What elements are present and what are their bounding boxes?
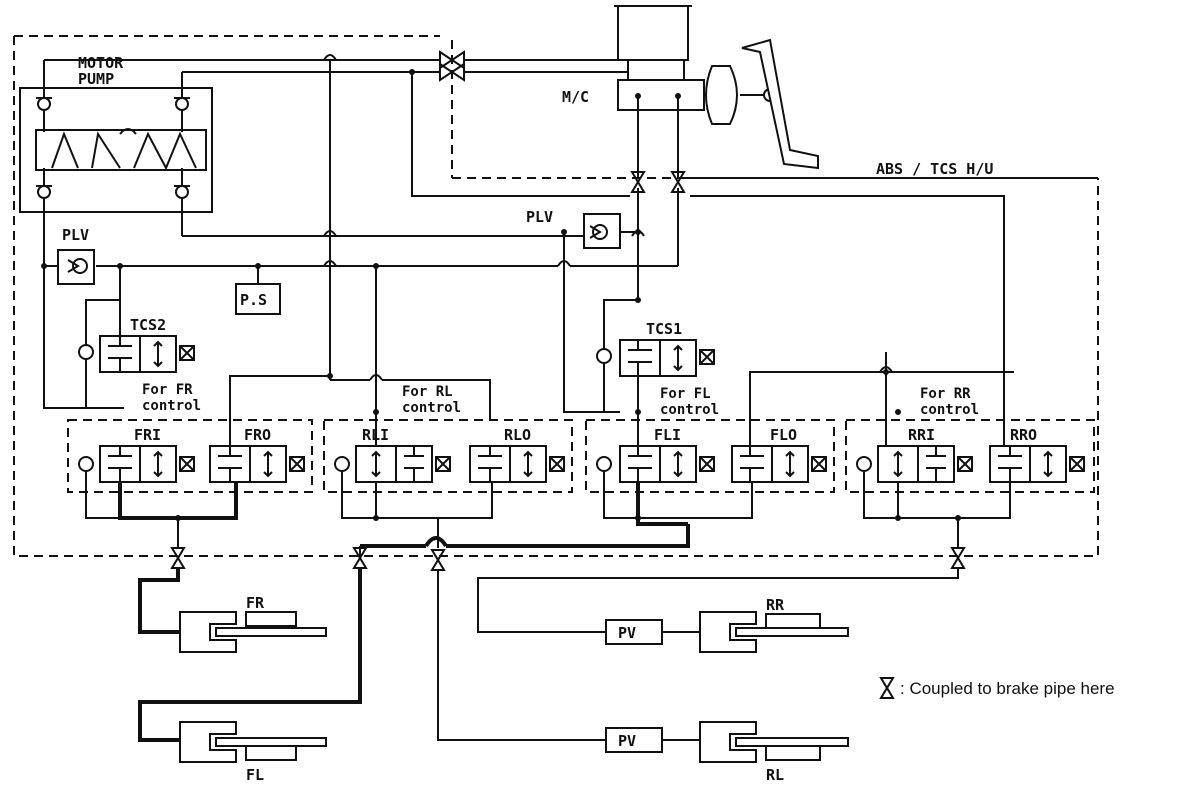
plv-right-valve — [583, 213, 621, 249]
coupling-legend-text: : Coupled to brake pipe here — [900, 679, 1115, 698]
for-fl-label: For FL — [660, 386, 711, 402]
solenoid-valves — [78, 445, 1085, 483]
coupling-legend-icon — [879, 677, 895, 699]
pv-rr-label: PV — [618, 624, 636, 642]
abs-hu-label: ABS / TCS H/U — [876, 160, 993, 178]
fro-label: FRO — [244, 426, 271, 444]
flo-label: FLO — [770, 426, 797, 444]
wheel-pipes — [138, 568, 959, 742]
ps-label: P.S — [240, 291, 267, 309]
caliper-rr — [699, 611, 849, 653]
tcs1-label: TCS1 — [646, 320, 682, 338]
plv-right-label: PLV — [526, 208, 553, 226]
junction-dots — [41, 69, 961, 521]
caliper-fl — [179, 721, 327, 763]
for-rl-control-label: control — [402, 400, 461, 416]
pv-rl-box — [605, 727, 663, 753]
wheel-fl-label: FL — [246, 766, 264, 784]
rro-label: RRO — [1010, 426, 1037, 444]
rli-label: RLI — [362, 426, 389, 444]
tcs2-label: TCS2 — [130, 316, 166, 334]
for-fr-label: For FR — [142, 382, 193, 398]
fri-label: FRI — [134, 426, 161, 444]
for-rl-label: For RL — [402, 384, 453, 400]
tcs1-valve — [596, 299, 715, 456]
plv-left-label: PLV — [62, 226, 89, 244]
wheel-rr-label: RR — [766, 596, 785, 614]
for-rr-label: For RR — [920, 386, 971, 402]
rlo-label: RLO — [504, 426, 531, 444]
pump-label: PUMP — [78, 70, 114, 88]
caliper-rl — [699, 721, 849, 763]
pv-rr-box — [605, 619, 663, 645]
for-fl-control-label: control — [660, 402, 719, 418]
upper-check-valves — [439, 50, 465, 82]
motor-label: MOTOR — [78, 54, 124, 72]
motor-pump — [19, 60, 213, 236]
rri-label: RRI — [908, 426, 935, 444]
pressure-switch — [235, 283, 281, 315]
lower-piping — [85, 472, 1011, 556]
mc-label: M/C — [562, 88, 589, 106]
mc-couplings — [630, 171, 686, 193]
plv-left-valve — [57, 249, 95, 285]
for-rr-control-label: control — [920, 402, 979, 418]
pv-rl-label: PV — [618, 732, 636, 750]
lower-couplings — [170, 547, 966, 571]
tcs2-valve — [78, 299, 195, 408]
for-fr-control-label: control — [142, 398, 201, 414]
valve-group-boxes — [67, 419, 1095, 493]
fli-label: FLI — [654, 426, 681, 444]
upper-piping — [43, 59, 1098, 456]
wheel-rl-label: RL — [766, 766, 784, 784]
caliper-fr — [179, 611, 327, 653]
wheel-fr-label: FR — [246, 594, 265, 612]
master-cylinder — [614, 5, 819, 170]
